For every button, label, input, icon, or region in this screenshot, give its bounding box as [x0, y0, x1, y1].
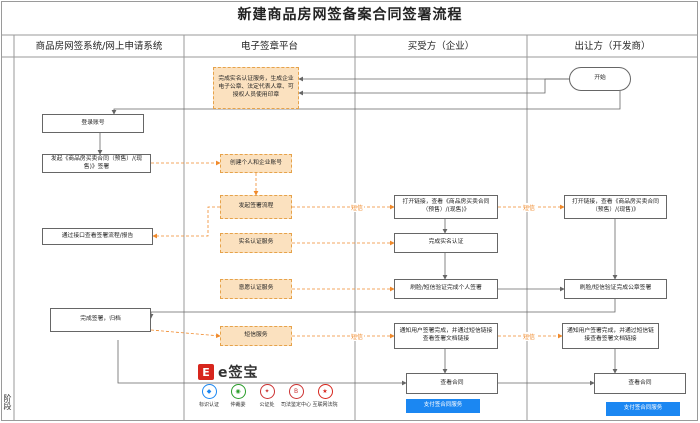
node-query-flow-report[interactable]: 通过接口查看签署流程/报告: [42, 228, 153, 245]
node-buyer-open-link[interactable]: 打开链接，查看《商品房买卖合同（预售）/(现售)》: [394, 195, 498, 219]
edge-label-sms: 短信: [350, 203, 365, 212]
partner-item: ◉ 仲裁委: [225, 384, 251, 408]
node-seller-view-contract[interactable]: 查看合同: [594, 373, 686, 394]
edge-label-sms: 短信: [350, 332, 365, 341]
node-seller-sign[interactable]: 刷脸/短信验证完成公章签署: [564, 279, 667, 299]
seller-pay-button[interactable]: 支付签合同服务: [606, 402, 680, 416]
diagram-title: 新建商品房网签备案合同签署流程: [237, 7, 463, 23]
partner-name: 标识认证: [198, 402, 219, 408]
esign-logo-text: e签宝: [218, 365, 259, 381]
node-sign-done[interactable]: 完成签署，归档: [50, 308, 151, 332]
node-initiate-contract[interactable]: 发起《商品房买卖合同（预售）/(现售)》签署: [42, 154, 151, 173]
partner-item: ◆ 标识认证: [196, 384, 222, 408]
partner-name: 互联网法院: [312, 402, 338, 408]
node-platform-cert[interactable]: 完成实名认证服务，生成企业电子公章、法定代表人章、可授权人员使用印章: [213, 67, 299, 109]
node-login[interactable]: 登录账号: [42, 114, 144, 133]
partner-item: ★ 互联网法院: [312, 384, 338, 408]
node-face-service[interactable]: 意愿认证服务: [220, 279, 292, 299]
partner-item: ✦ 公证处: [254, 384, 280, 408]
node-sms-service[interactable]: 短信服务: [220, 326, 292, 346]
partner-item: B 司法鉴定中心: [281, 384, 312, 408]
node-realname-service[interactable]: 实名认证服务: [220, 233, 292, 253]
node-create-account[interactable]: 创建个人和企业账号: [220, 154, 292, 173]
node-buyer-realname[interactable]: 完成实名认证: [394, 233, 498, 253]
node-initiate-flow[interactable]: 发起签署流程: [220, 195, 292, 219]
node-seller-open-link[interactable]: 打开链接，查看《商品房买卖合同（预售）/(现售)》: [564, 195, 667, 219]
arbitration-icon: ◉: [230, 384, 246, 399]
partner-name: 公证处: [259, 402, 275, 408]
partner-name: 司法鉴定中心: [281, 402, 312, 408]
node-buyer-view-contract[interactable]: 查看合同: [406, 373, 498, 394]
edge-label-sms: 短信: [522, 203, 537, 212]
buyer-pay-button[interactable]: 支付签合同服务: [406, 399, 480, 413]
cert-icon: ◆: [201, 384, 217, 399]
esign-logo-mark: E: [198, 364, 214, 380]
lane-header-esign-platform: 电子签章平台: [240, 41, 298, 52]
stage-side-label: 阶段: [3, 394, 12, 410]
notary-icon: ✦: [259, 384, 275, 399]
node-seller-notify[interactable]: 通知用户签署完成，并通过短信链接查看签署文档链接: [562, 323, 659, 349]
court-emblem-icon: ★: [317, 384, 333, 399]
lane-header-registration-system: 商品房网签系统/网上申请系统: [35, 41, 163, 52]
lane-header-seller: 出让方（开发商）: [574, 41, 651, 52]
partner-list: ◆ 标识认证 ◉ 仲裁委 ✦ 公证处 B 司法鉴定中心 ★ 互联网法院: [196, 384, 341, 408]
judicial-icon: B: [288, 384, 304, 399]
lane-header-buyer: 买受方（企业）: [407, 41, 475, 52]
node-start[interactable]: 开始: [569, 67, 631, 91]
node-buyer-notify[interactable]: 通知用户签署完成，并通过短信链接查看签署文档链接: [394, 323, 498, 349]
partner-name: 仲裁委: [230, 402, 246, 408]
node-buyer-sign[interactable]: 刷脸/短信验证完成个人签署: [394, 279, 498, 299]
edge-label-sms: 短信: [522, 332, 537, 341]
esign-logo: E e签宝: [198, 362, 259, 382]
